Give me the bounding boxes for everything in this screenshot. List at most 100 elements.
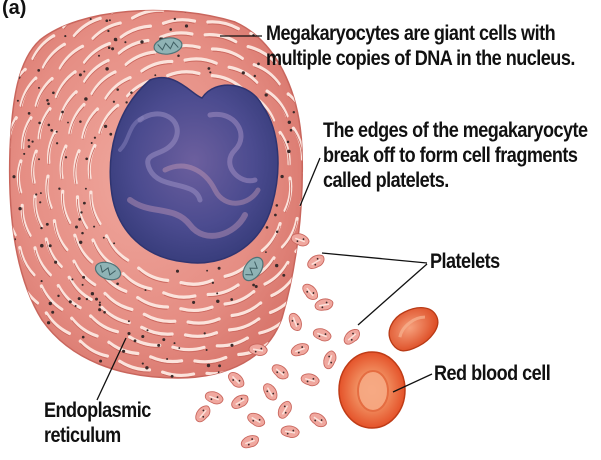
granule <box>209 71 211 73</box>
granule <box>60 9 63 12</box>
granule <box>14 371 17 374</box>
granule <box>91 292 94 295</box>
granule <box>176 270 179 273</box>
granule <box>81 232 84 235</box>
granule <box>104 125 107 128</box>
granule <box>95 298 98 301</box>
granule <box>40 244 44 248</box>
er-segment-edge <box>1 240 13 269</box>
granule <box>13 84 16 87</box>
er-segment-edge <box>101 0 130 5</box>
granule <box>82 284 84 286</box>
er-segment <box>375 218 384 248</box>
granule <box>296 310 299 313</box>
label-edges: The edges of the megakaryocyte break off… <box>323 118 588 193</box>
granule <box>218 364 221 367</box>
granule <box>105 67 108 70</box>
granule <box>162 338 165 341</box>
granule <box>230 298 233 301</box>
granule <box>58 188 60 190</box>
granule <box>28 112 31 115</box>
er-segment <box>165 386 196 389</box>
platelet <box>300 281 320 302</box>
granule <box>145 289 147 291</box>
platelet <box>314 298 334 312</box>
granule <box>254 75 256 77</box>
granule <box>49 244 52 247</box>
er-segment <box>273 0 300 15</box>
granule <box>177 55 180 58</box>
granule <box>85 188 87 190</box>
platelet <box>312 326 333 343</box>
er-segment-edge <box>355 262 370 289</box>
granule <box>41 280 43 282</box>
er-segment-edge <box>242 5 271 16</box>
granule <box>242 71 245 74</box>
granule <box>67 122 69 124</box>
granule <box>276 204 279 207</box>
er-segment-edge <box>61 0 87 15</box>
label-red-blood-cell-text: Red blood cell <box>434 361 550 386</box>
granule <box>266 226 269 229</box>
label-er-line1: Endoplasmic <box>44 398 151 423</box>
granule <box>290 129 293 132</box>
granule <box>12 175 15 178</box>
platelet <box>261 381 280 402</box>
label-edges-line2: break off to form cell fragments <box>323 143 588 168</box>
er-segment <box>122 376 152 384</box>
er-segment-edge <box>122 378 152 386</box>
platelet <box>229 392 250 411</box>
granule <box>298 290 300 292</box>
granule <box>113 101 115 103</box>
leader-platelets-1 <box>322 253 427 263</box>
er-segment-edge <box>367 92 379 121</box>
granule <box>79 241 82 244</box>
er-segment <box>176 6 207 9</box>
granule <box>49 302 52 305</box>
platelet <box>246 410 267 429</box>
granule <box>39 375 42 378</box>
granule <box>69 300 72 303</box>
granule <box>282 274 285 277</box>
label-edges-line1: The edges of the megakaryocyte <box>323 118 588 143</box>
granule <box>174 342 176 344</box>
granule <box>47 321 50 324</box>
granule <box>98 55 100 57</box>
granule <box>37 69 40 72</box>
er-segment-edge <box>375 220 384 250</box>
platelet <box>193 403 213 424</box>
er-segment <box>0 108 5 137</box>
red-blood-cells <box>339 298 445 428</box>
er-segment-edge <box>0 262 9 289</box>
granule <box>178 347 180 349</box>
granule <box>127 332 130 335</box>
granule <box>56 142 58 144</box>
granule <box>51 311 54 314</box>
granule <box>125 101 127 103</box>
granule <box>82 276 85 279</box>
granule <box>265 93 268 96</box>
granule <box>206 349 208 351</box>
granule <box>290 11 292 13</box>
granule <box>292 304 295 307</box>
granule <box>55 369 57 371</box>
er-segment <box>61 0 87 12</box>
label-megakaryocyte-line2: multiple copies of DNA in the nucleus. <box>266 46 575 71</box>
granule <box>84 97 88 101</box>
granule <box>124 41 126 43</box>
granule <box>39 201 41 203</box>
granule <box>99 360 102 363</box>
granule <box>64 35 66 37</box>
granule <box>218 267 221 270</box>
granule <box>276 230 279 233</box>
granule <box>80 211 82 213</box>
er-segment-edge <box>198 0 229 1</box>
granule <box>259 19 262 22</box>
granule <box>157 344 160 347</box>
granule <box>90 18 92 20</box>
granule <box>287 150 291 154</box>
er-segment-edge <box>0 111 5 140</box>
platelet <box>305 252 326 271</box>
granule <box>79 73 82 76</box>
er-segment-edge <box>273 2 300 17</box>
